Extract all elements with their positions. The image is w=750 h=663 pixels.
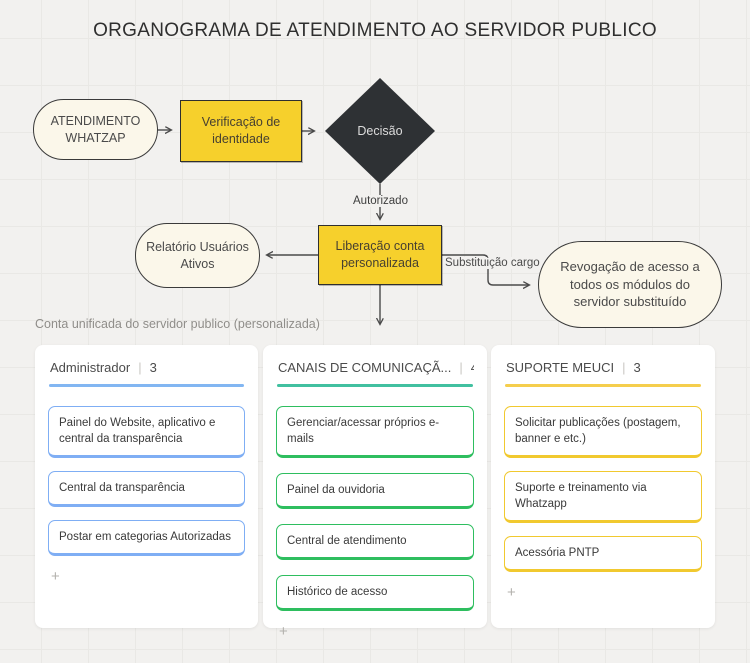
flow-node-label: Verificação de identidade <box>201 115 281 146</box>
flow-node-label: Revogação de acesso a todos os módulos d… <box>560 259 700 310</box>
flow-node-atendimento-whatzap[interactable]: ATENDIMENTO WHATZAP <box>33 99 158 160</box>
flow-node-revogacao-acesso[interactable]: Revogação de acesso a todos os módulos d… <box>538 241 722 328</box>
card-list: Gerenciar/acessar próprios e-mails Paine… <box>276 406 474 612</box>
column-accent-bar <box>49 384 244 387</box>
kanban-card[interactable]: Central de atendimento <box>276 524 474 561</box>
kanban-card[interactable]: Postar em categorias Autorizadas <box>48 520 245 557</box>
kanban-card[interactable]: Painel da ouvidoria <box>276 473 474 510</box>
flow-node-label: ATENDIMENTO WHATZAP <box>50 113 141 145</box>
column-header[interactable]: Administrador | 3 <box>48 359 245 375</box>
kanban-column-administrador: Administrador | 3 Painel do Website, apl… <box>35 345 258 628</box>
kanban-column-canais-comunicacao: CANAIS DE COMUNICAÇÃ... | 4 Gerenciar/ac… <box>263 345 487 639</box>
column-count: 4 <box>471 360 474 375</box>
column-count: 3 <box>633 360 641 375</box>
kanban-card[interactable]: Gerenciar/acessar próprios e-mails <box>276 406 474 459</box>
edge-label-autorizado: Autorizado <box>350 195 411 207</box>
column-title: CANAIS DE COMUNICAÇÃ... <box>278 360 452 375</box>
card-list: Painel do Website, aplicativo e central … <box>48 406 245 557</box>
kanban-card[interactable]: Acessória PNTP <box>504 536 702 573</box>
column-separator: | <box>622 360 626 375</box>
kanban-card[interactable]: Central da transparência <box>48 471 245 508</box>
edge-label-substituicao-cargo: Substituição cargo <box>443 257 542 269</box>
flow-node-label: Decisão <box>357 123 403 138</box>
column-count: 3 <box>149 360 157 375</box>
column-header[interactable]: CANAIS DE COMUNICAÇÃ... | 4 <box>276 359 474 375</box>
add-card-button[interactable]: + <box>51 568 60 586</box>
add-card-button[interactable]: + <box>507 584 516 602</box>
flow-node-verificacao-identidade[interactable]: Verificação de identidade <box>180 100 302 162</box>
kanban-card[interactable]: Solicitar publicações (postagem, banner … <box>504 406 702 459</box>
card-list: Solicitar publicações (postagem, banner … <box>504 406 702 573</box>
kanban-card[interactable]: Histórico de acesso <box>276 575 474 612</box>
column-title: SUPORTE MEUCI <box>506 360 615 375</box>
column-header[interactable]: SUPORTE MEUCI | 3 <box>504 359 702 375</box>
page-title: ORGANOGRAMA DE ATENDIMENTO AO SERVIDOR P… <box>93 20 657 41</box>
column-title: Administrador <box>50 360 131 375</box>
flow-node-relatorio-usuarios[interactable]: Relatório Usuários Ativos <box>135 223 260 288</box>
kanban-column-suporte-meuci: SUPORTE MEUCI | 3 Solicitar publicações … <box>491 345 715 628</box>
board-caption: Conta unificada do servidor publico (per… <box>35 317 320 331</box>
add-card-button[interactable]: + <box>279 623 288 641</box>
column-accent-bar <box>505 384 701 387</box>
kanban-card[interactable]: Painel do Website, aplicativo e central … <box>48 406 245 459</box>
flow-node-liberacao-conta[interactable]: Liberação conta personalizada <box>318 225 442 285</box>
flow-node-label: Relatório Usuários Ativos <box>146 239 249 271</box>
flow-node-label: Liberação conta personalizada <box>335 239 425 270</box>
column-separator: | <box>459 360 463 375</box>
column-accent-bar <box>277 384 473 387</box>
column-separator: | <box>138 360 142 375</box>
flow-node-decisao[interactable]: Decisão <box>325 78 435 184</box>
kanban-card[interactable]: Suporte e treinamento via Whatzapp <box>504 471 702 524</box>
